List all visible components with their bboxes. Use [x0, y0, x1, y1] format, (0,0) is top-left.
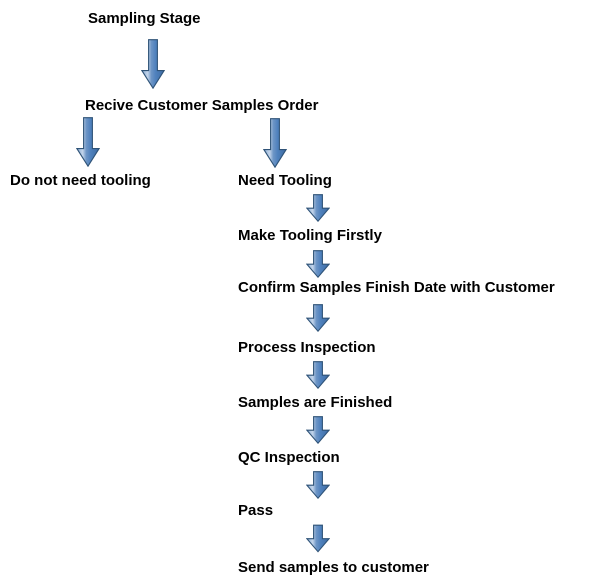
node-qc-inspection: QC Inspection: [238, 449, 340, 466]
down-arrow-icon: [306, 471, 330, 499]
down-arrow-icon: [306, 361, 330, 389]
down-arrow-icon: [263, 118, 287, 168]
node-pass: Pass: [238, 502, 274, 519]
node-samples-finished: Samples are Finished: [238, 394, 393, 411]
down-arrow-icon: [306, 194, 330, 222]
node-confirm-date: Confirm Samples Finish Date with Custome…: [238, 279, 555, 296]
node-process-inspection: Process Inspection: [238, 339, 376, 356]
node-need-tooling: Need Tooling: [238, 172, 332, 189]
down-arrow-icon: [141, 39, 165, 89]
node-send-samples: Send samples to customer: [238, 559, 429, 576]
node-make-tooling: Make Tooling Firstly: [238, 227, 382, 244]
down-arrow-icon: [306, 304, 330, 332]
down-arrow-icon: [306, 250, 330, 278]
node-receive-order: Recive Customer Samples Order: [85, 97, 319, 114]
down-arrow-icon: [76, 117, 100, 167]
node-sampling-stage: Sampling Stage: [88, 10, 201, 27]
down-arrow-icon: [306, 524, 330, 553]
node-no-tooling: Do not need tooling: [10, 172, 151, 189]
down-arrow-icon: [306, 416, 330, 444]
